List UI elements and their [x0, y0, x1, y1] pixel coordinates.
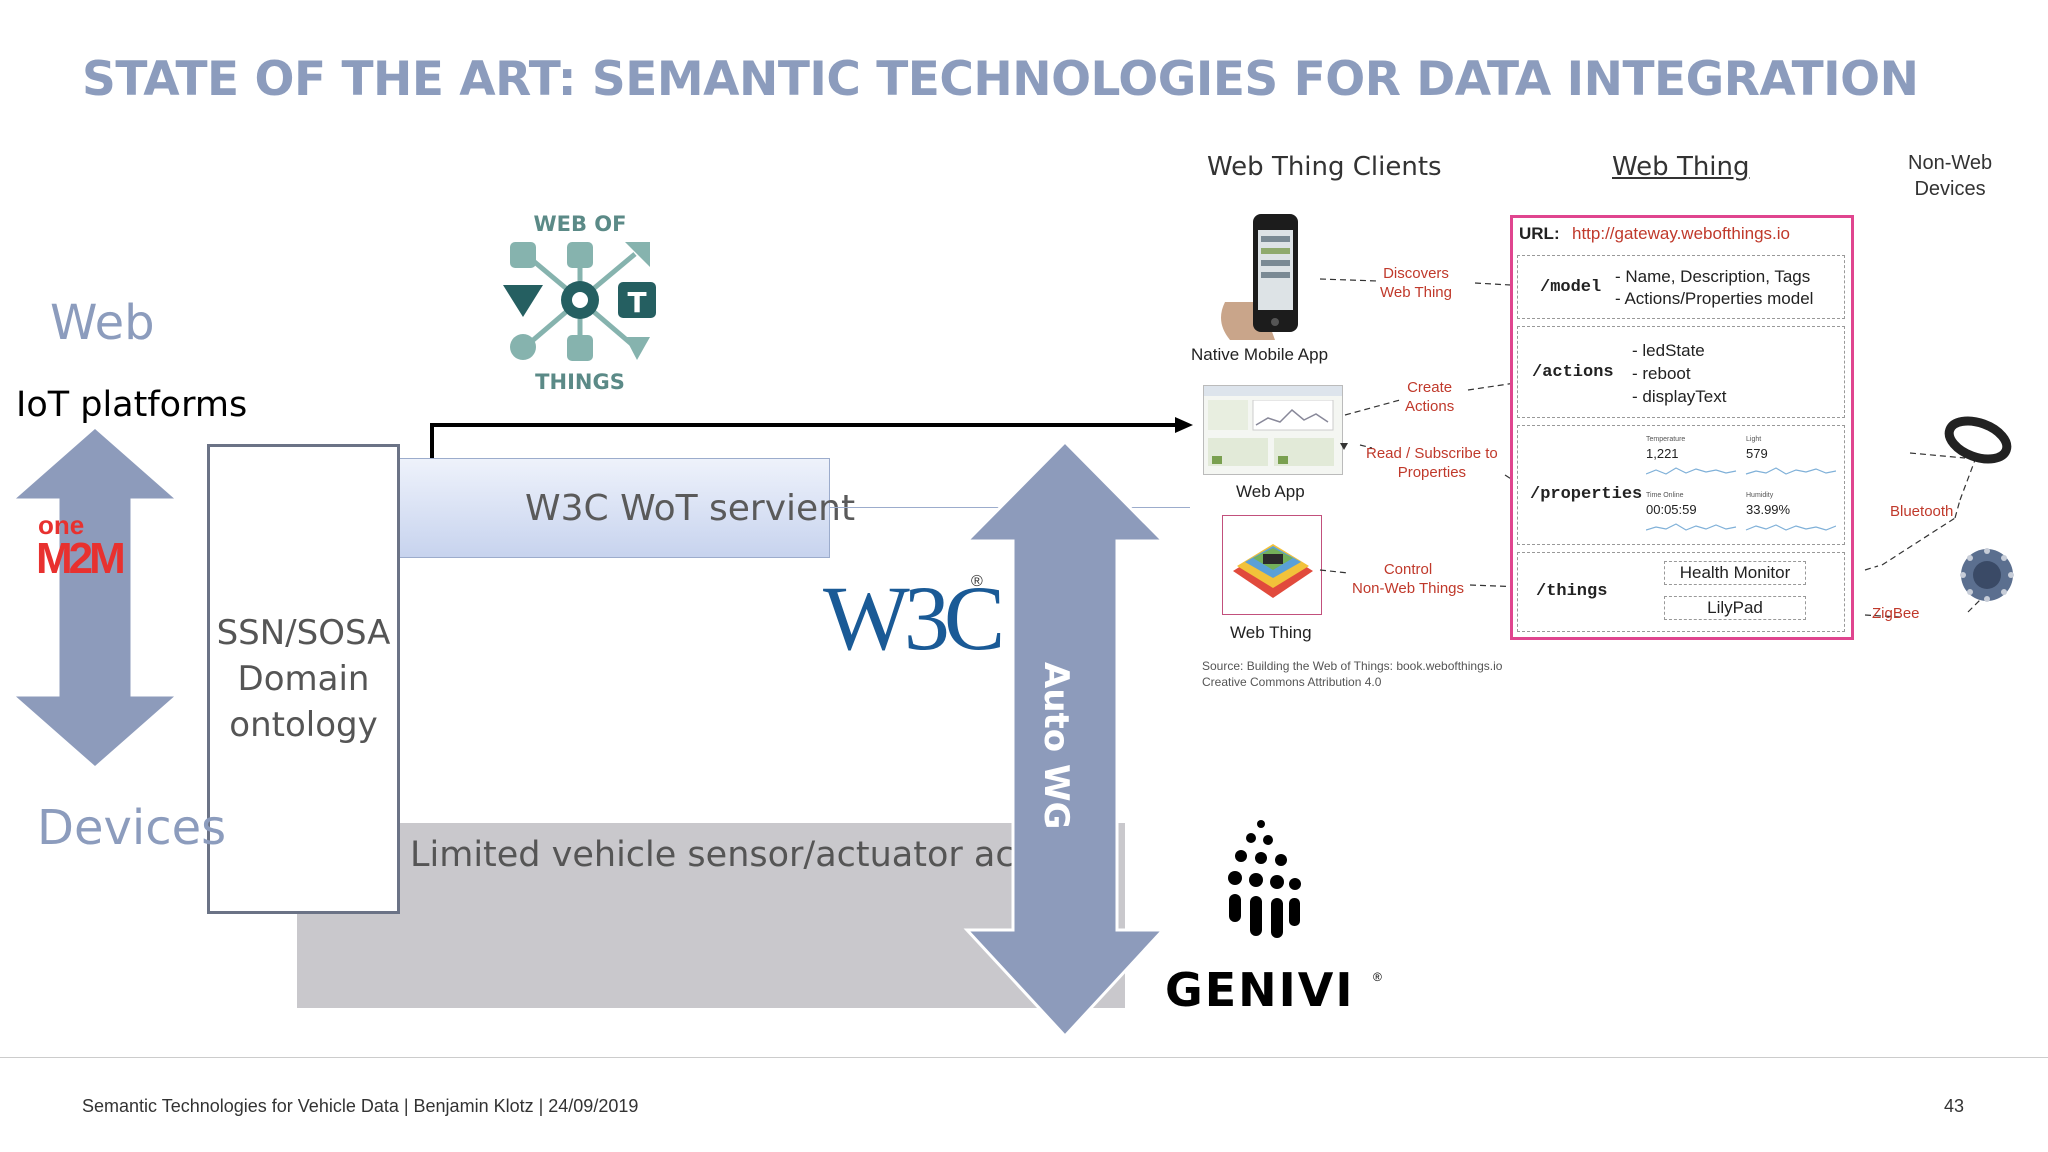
edge-label-create-1: Create: [1407, 379, 1453, 396]
edge-label-control-1: Control: [1383, 561, 1433, 578]
edge-label-read-2: Properties: [1397, 464, 1467, 481]
web-thing-device-graphic: [1233, 544, 1313, 598]
actions-items: - ledState - reboot - displayText: [1632, 339, 1726, 408]
action-item-1: - ledState: [1632, 341, 1705, 360]
action-item-3: - displayText: [1632, 387, 1727, 406]
figure-source-line-2: Creative Commons Attribution 4.0: [1202, 675, 1382, 689]
sensor-light-value: 579: [1746, 446, 1768, 461]
web-thing-device-image: [1222, 515, 1322, 615]
wot-logo-graphic: T: [503, 242, 656, 361]
wot-header-nonweb-1: Non-Web: [1908, 152, 1993, 174]
edge-label-discovers-1: Discovers: [1383, 265, 1449, 282]
edge-label-discovers: Discovers Web Thing: [1380, 264, 1452, 302]
web-label: Web: [50, 295, 155, 351]
client-web-app-label: Web App: [1236, 482, 1305, 501]
wot-header-nonweb: Non-Web Devices: [1908, 150, 1992, 202]
auto-wg-arrow: [963, 440, 1167, 1039]
thing-lilypad: LilyPad: [1664, 596, 1806, 620]
devices-label: Devices: [37, 800, 227, 856]
things-path: /things: [1536, 582, 1608, 601]
sensor-humidity-label: Humidity: [1746, 492, 1774, 499]
wot-logo: WEB OF T THINGS: [495, 212, 665, 397]
genivi-reg-mark: ®: [1373, 970, 1382, 984]
w3c-logo-text: W3C: [823, 567, 1005, 669]
ssn-sosa-box: [207, 444, 400, 914]
onem2m-logo-bottom: M2M: [36, 534, 126, 583]
web-app-screenshot: [1203, 385, 1343, 475]
client-web-thing-label: Web Thing: [1230, 623, 1312, 642]
sensor-time-online-label: Time Online: [1646, 492, 1684, 499]
auto-wg-label: Auto WG: [1036, 662, 1076, 830]
health-monitor-band-image: [1944, 416, 2012, 464]
edge-label-read-subscribe: Read / Subscribe to Properties: [1366, 444, 1498, 482]
servient-label: W3C WoT servient: [525, 488, 856, 529]
wot-logo-bottom: THINGS: [535, 370, 625, 394]
edge-label-discovers-2: Web Thing: [1380, 284, 1452, 301]
wot-header-thing: Web Thing: [1612, 152, 1750, 182]
footer-divider: [0, 1057, 2048, 1058]
sensor-light-label: Light: [1746, 436, 1762, 443]
web-devices-arrow: [10, 425, 180, 770]
figure-source-line-1: Source: Building the Web of Things: book…: [1202, 659, 1503, 673]
things-section: [1517, 552, 1845, 632]
actions-path: /actions: [1532, 363, 1614, 382]
sensor-time-online-value: 00:05:59: [1646, 502, 1697, 517]
ssn-line-2: Domain: [237, 659, 370, 699]
web-app-chart: [1208, 400, 1334, 466]
thing-health-monitor: Health Monitor: [1664, 561, 1806, 585]
protocol-zigbee: ZigBee: [1872, 605, 1920, 622]
model-items: - Name, Description, Tags - Actions/Prop…: [1615, 266, 1813, 310]
w3c-logo: W3C ®: [823, 565, 1005, 671]
footer-text: Semantic Technologies for Vehicle Data |…: [82, 1096, 639, 1116]
actions-section: [1517, 326, 1845, 418]
figure-source: Source: Building the Web of Things: book…: [1202, 658, 1502, 690]
sensor-sparklines: [1646, 467, 1836, 531]
genivi-logo: GENIVI ®: [1163, 818, 1383, 1018]
genivi-dots-graphic: [1228, 820, 1301, 938]
ssn-sosa-label: SSN/SOSA Domain ontology: [207, 610, 400, 748]
model-section: [1517, 255, 1845, 319]
ssn-line-1: SSN/SOSA: [216, 613, 391, 653]
properties-section: [1517, 425, 1845, 545]
wot-header-nonweb-2: Devices: [1914, 178, 1986, 200]
limited-access-box: [297, 823, 1125, 1008]
sensor-temperature-value: 1,221: [1646, 446, 1679, 461]
edge-label-control-nonweb: Control Non-Web Things: [1352, 560, 1464, 598]
onem2m-logo-top: one: [38, 510, 85, 540]
action-item-2: - reboot: [1632, 364, 1691, 383]
web-app-topbar: [1204, 386, 1342, 396]
edge-label-create-2: Actions: [1405, 398, 1455, 415]
url-link[interactable]: http://gateway.webofthings.io: [1572, 224, 1790, 243]
sensor-panel: Temperature 1,221 Light 579 Time Online …: [1646, 436, 1836, 536]
edge-label-create-actions: Create Actions: [1405, 378, 1454, 416]
limited-access-label: Limited vehicle sensor/actuator access: [410, 835, 1092, 875]
web-thing-box: [1510, 215, 1854, 640]
lilypad-board-image: [1960, 548, 2014, 602]
model-item-1: - Name, Description, Tags: [1615, 267, 1811, 286]
sensor-temperature-label: Temperature: [1646, 436, 1686, 443]
edge-label-control-2: Non-Web Things: [1352, 580, 1465, 597]
properties-path: /properties: [1530, 485, 1643, 504]
wot-logo-top: WEB OF: [533, 212, 627, 236]
wot-header-clients: Web Thing Clients: [1207, 152, 1442, 182]
model-path: /model: [1540, 278, 1602, 297]
mobile-phone-image: [1221, 214, 1298, 340]
edge-label-read-1: Read / Subscribe to: [1366, 445, 1498, 462]
protocol-bluetooth: Bluetooth: [1890, 503, 1954, 520]
sensor-humidity-value: 33.99%: [1746, 502, 1791, 517]
url-label: URL:: [1519, 224, 1560, 243]
iot-platforms-label: IoT platforms: [16, 385, 248, 425]
w3c-reg-mark: ®: [971, 573, 983, 590]
servient-connector-arrow: [430, 417, 1193, 458]
genivi-logo-text: GENIVI: [1165, 963, 1355, 1017]
model-item-2: - Actions/Properties model: [1615, 289, 1814, 308]
page-number: 43: [1944, 1096, 1965, 1116]
slide-title: STATE OF THE ART: SEMANTIC TECHNOLOGIES …: [82, 52, 1919, 107]
client-native-mobile-app-label: Native Mobile App: [1191, 345, 1329, 364]
ssn-line-3: ontology: [229, 705, 378, 745]
svg-text:T: T: [627, 286, 646, 319]
onem2m-logo: one M2M: [36, 510, 146, 585]
